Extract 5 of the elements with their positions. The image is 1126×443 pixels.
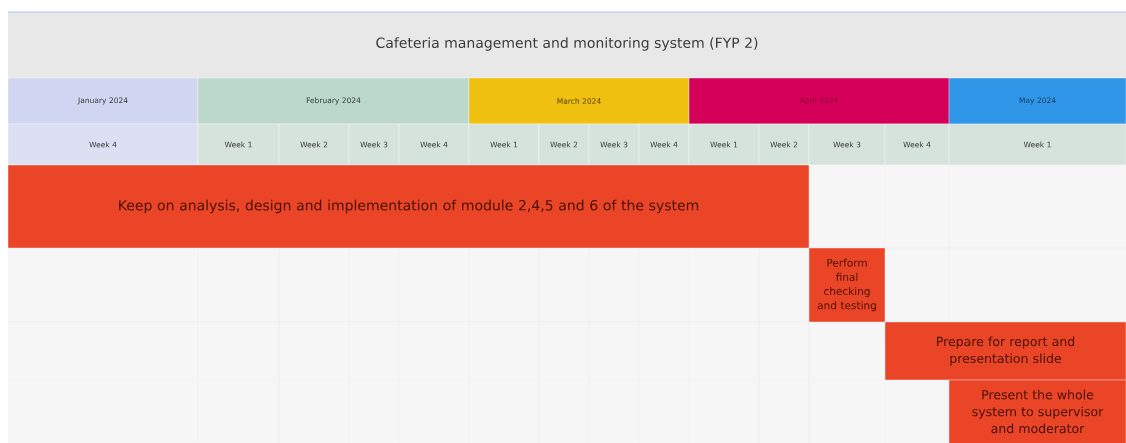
- title-banner: Cafeteria management and monitoring system (FYP 2): [8, 12, 1126, 78]
- task-bar: Present the whole system to supervisor and moderator: [948, 379, 1126, 443]
- task-bar: Prepare for report and presentation slide: [884, 321, 1126, 381]
- task-bar: Keep on analysis, design and implementation of module 2,4,5 and 6 of the system: [7, 164, 810, 249]
- task-bar: Perform final checking and testing: [808, 247, 886, 323]
